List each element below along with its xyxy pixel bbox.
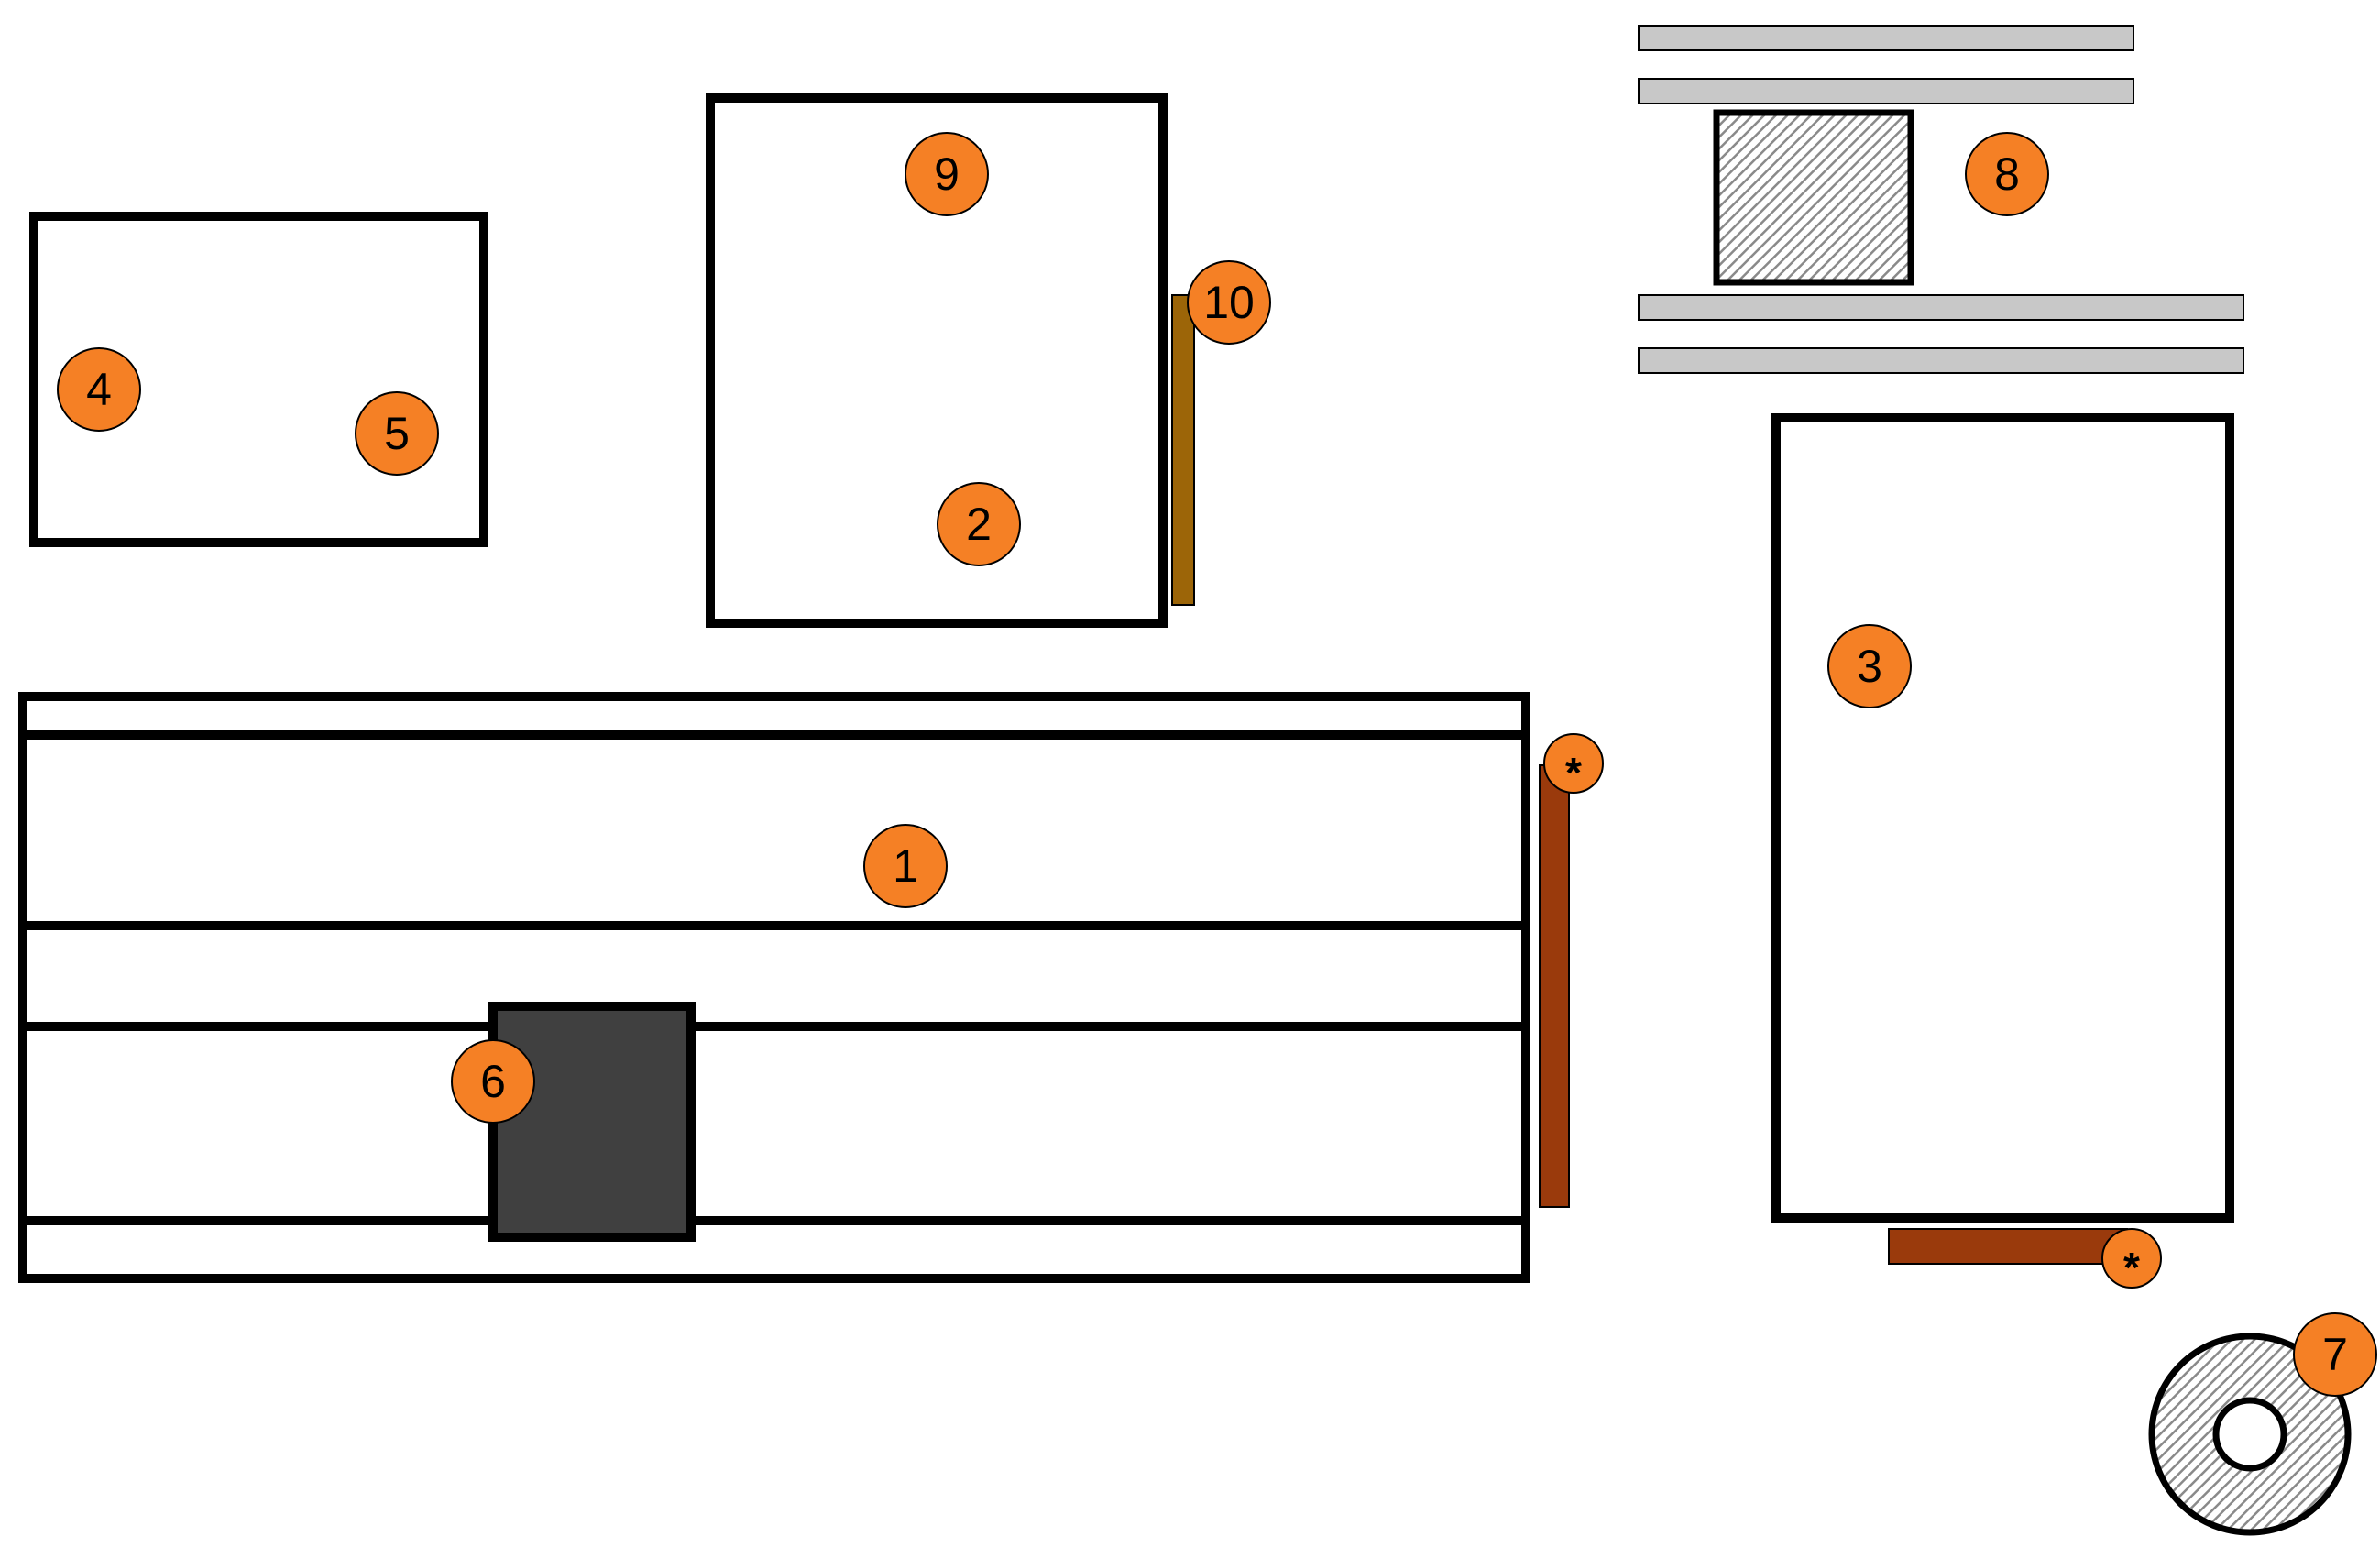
marker-2: 2 (937, 482, 1021, 566)
marker-10: 10 (1187, 260, 1271, 345)
svg-text:7: 7 (2322, 1329, 2348, 1380)
svg-text:2: 2 (966, 499, 992, 550)
svg-text:5: 5 (384, 408, 410, 459)
svg-text:9: 9 (934, 148, 960, 200)
marker-1: 1 (863, 824, 948, 908)
marker-6: 6 (451, 1039, 535, 1124)
rail-3 (1638, 294, 2244, 321)
marker-3: 3 (1827, 624, 1912, 708)
box-tall-right (1771, 413, 2234, 1223)
marker-4: 4 (57, 347, 141, 432)
ring-hole (2212, 1397, 2287, 1472)
rail-2 (1638, 78, 2134, 104)
svg-text:10: 10 (1203, 277, 1255, 328)
box-middle (706, 93, 1168, 628)
gold-bar (1171, 294, 1195, 606)
marker-9: 9 (905, 132, 989, 216)
marker-8: 8 (1965, 132, 2049, 216)
hatched-block (1713, 109, 1914, 286)
svg-text:4: 4 (86, 364, 112, 415)
marker-7: 7 (2293, 1312, 2377, 1397)
rail-1 (1638, 25, 2134, 51)
svg-text:1: 1 (893, 840, 918, 892)
svg-text:3: 3 (1857, 641, 1882, 692)
svg-text:6: 6 (480, 1056, 506, 1107)
svg-text:*: * (1565, 749, 1582, 796)
rail-4 (1638, 347, 2244, 374)
marker-5: 5 (355, 391, 439, 476)
rust-bar-horizontal (1888, 1228, 2128, 1265)
marker-star-tall: * (2101, 1228, 2162, 1291)
dark-block (488, 1002, 696, 1242)
svg-text:8: 8 (1994, 148, 2020, 200)
rust-bar-vertical (1539, 764, 1570, 1208)
svg-text:*: * (2123, 1244, 2140, 1291)
box-left (29, 212, 488, 547)
main-frame (18, 692, 1530, 1283)
marker-star-main: * (1543, 733, 1604, 796)
